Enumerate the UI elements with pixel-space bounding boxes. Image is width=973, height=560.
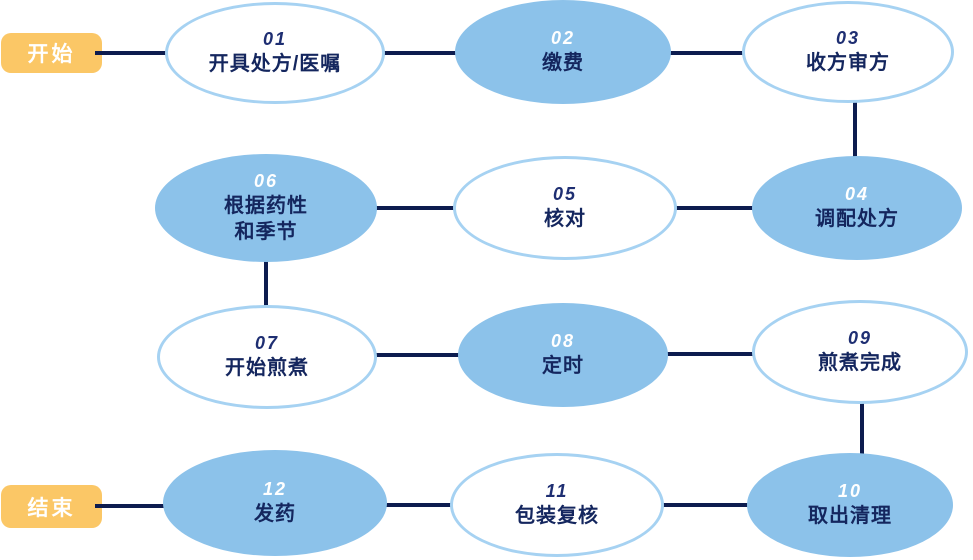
start-terminal: 开始 [1,33,102,73]
step-12-label: 发药 [254,502,296,525]
step-node-12: 12 发药 [163,450,387,556]
step-08-number: 08 [550,331,576,352]
connector-05-06 [374,206,456,210]
start-terminal-label: 开始 [27,43,76,66]
step-10-label: 取出清理 [808,504,892,527]
step-01-label: 开具处方/医嘱 [208,52,342,75]
step-06-label-line1: 根据药性 [224,194,308,217]
connector-07-08 [374,353,461,357]
step-08-label: 定时 [542,354,584,377]
step-04-number: 04 [844,184,870,205]
connector-10-11 [661,503,750,507]
step-node-07: 07 开始煎煮 [157,305,377,409]
step-node-10: 10 取出清理 [747,453,953,557]
step-02-label: 缴费 [542,51,584,74]
step-06-number: 06 [253,171,279,192]
step-node-02: 02 缴费 [455,0,671,104]
connector-02-03 [668,51,746,55]
step-11-number: 11 [545,481,569,502]
step-11-label: 包装复核 [515,504,599,527]
step-node-11: 11 包装复核 [450,453,664,557]
connector-11-12 [384,503,453,507]
step-10-number: 10 [837,481,863,502]
connector-end-12 [95,504,166,508]
step-node-03: 03 收方审方 [742,1,954,103]
step-node-01: 01 开具处方/医嘱 [165,2,385,104]
end-terminal-label: 结束 [27,496,76,520]
connector-start-01 [95,51,170,55]
step-04-label: 调配处方 [815,207,899,230]
step-03-number: 03 [835,28,861,49]
connector-09-10 [860,400,864,456]
connector-06-07 [264,258,268,308]
step-02-number: 02 [550,28,576,49]
step-node-06: 06 根据药性 和季节 [155,154,377,262]
step-node-09: 09 煎煮完成 [752,300,968,404]
step-node-08: 08 定时 [458,303,668,407]
step-node-04: 04 调配处方 [752,156,962,260]
step-05-number: 05 [552,184,578,205]
step-01-number: 01 [262,29,288,50]
end-terminal: 结束 [1,485,102,528]
step-node-05: 05 核对 [453,156,677,260]
step-03-label: 收方审方 [806,51,890,74]
step-09-label: 煎煮完成 [818,351,902,374]
connector-04-05 [674,206,756,210]
step-05-label: 核对 [544,207,586,230]
step-07-label: 开始煎煮 [225,356,309,379]
step-07-number: 07 [254,333,280,354]
connector-08-09 [665,352,755,356]
connector-03-04 [853,100,857,160]
step-12-number: 12 [262,479,288,500]
connector-01-02 [382,51,460,55]
step-06-label-line2: 和季节 [234,220,298,243]
step-09-number: 09 [847,328,873,349]
